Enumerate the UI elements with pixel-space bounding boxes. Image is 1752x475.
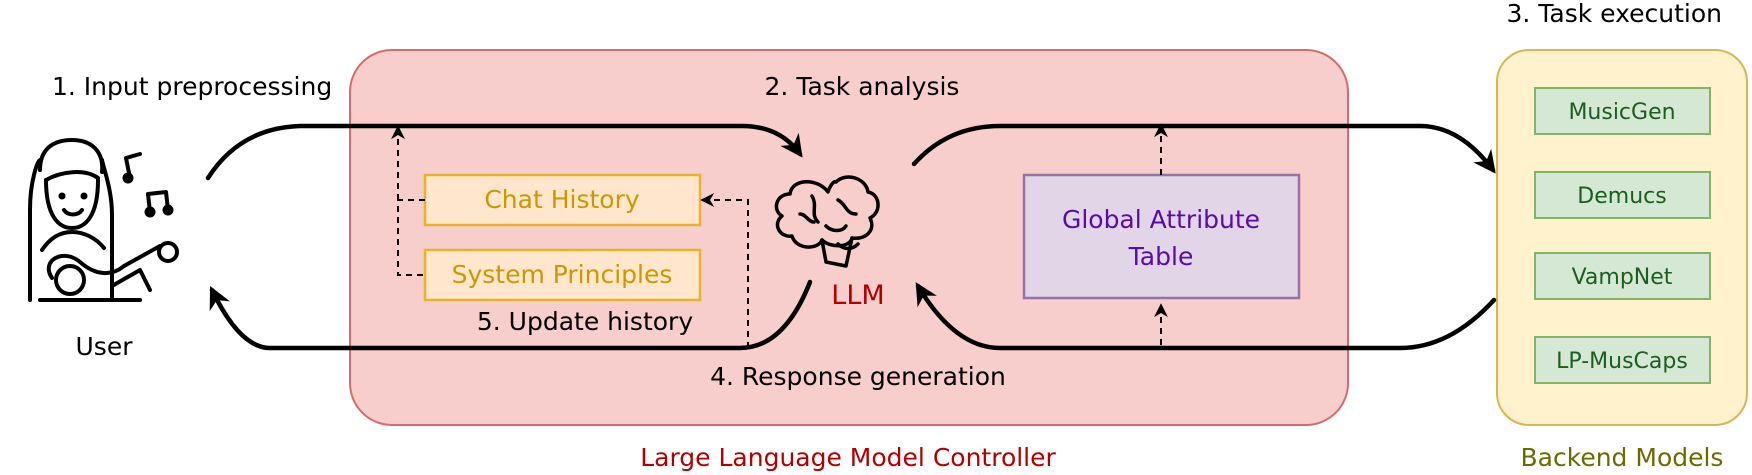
model-box-demucs <box>1534 171 1711 219</box>
arrow-llm-to-backend <box>911 123 1496 174</box>
controller-title: Large Language Model Controller <box>640 443 1056 472</box>
step-label-task-analysis: 2. Task analysis <box>765 72 960 101</box>
update-history-dashed-lines <box>391 125 749 348</box>
chat-history-box <box>423 173 702 227</box>
llm-label: LLM <box>831 280 884 311</box>
chat-history-label: Chat History <box>484 185 640 214</box>
arrow-backend-to-llm <box>915 282 1497 351</box>
user-icon <box>28 138 179 302</box>
global-attribute-table-label-line1: Global Attribute <box>1062 205 1260 234</box>
backend-container <box>1496 49 1748 426</box>
step-label-update-history: 5. Update history <box>477 307 693 336</box>
model-box-lp-muscaps <box>1534 336 1711 384</box>
model-label-lp-muscaps: LP-MusCaps <box>1556 349 1688 374</box>
global-attribute-table-box <box>1022 173 1301 300</box>
brain-icon <box>774 175 880 268</box>
model-box-musicgen <box>1534 87 1711 135</box>
user-label: User <box>76 332 134 361</box>
model-label-vampnet: VampNet <box>1572 265 1673 290</box>
global-attribute-table-label-line2: Table <box>1128 242 1194 271</box>
backend-title: Backend Models <box>1521 443 1724 472</box>
step-label-task-execution: 3. Task execution <box>1506 0 1722 28</box>
step-label-response-generation: 4. Response generation <box>710 362 1006 391</box>
model-label-demucs: Demucs <box>1577 184 1666 209</box>
step-label-input-preprocessing: 1. Input preprocessing <box>52 72 332 101</box>
controller-container <box>349 49 1349 426</box>
main-flow-arrows <box>205 123 1497 351</box>
arrow-llm-to-user <box>209 279 813 351</box>
model-label-musicgen: MusicGen <box>1568 100 1675 125</box>
arrow-user-to-llm <box>205 123 803 181</box>
model-box-vampnet <box>1534 252 1711 300</box>
system-principles-box <box>423 248 702 302</box>
system-principles-label: System Principles <box>452 260 673 289</box>
